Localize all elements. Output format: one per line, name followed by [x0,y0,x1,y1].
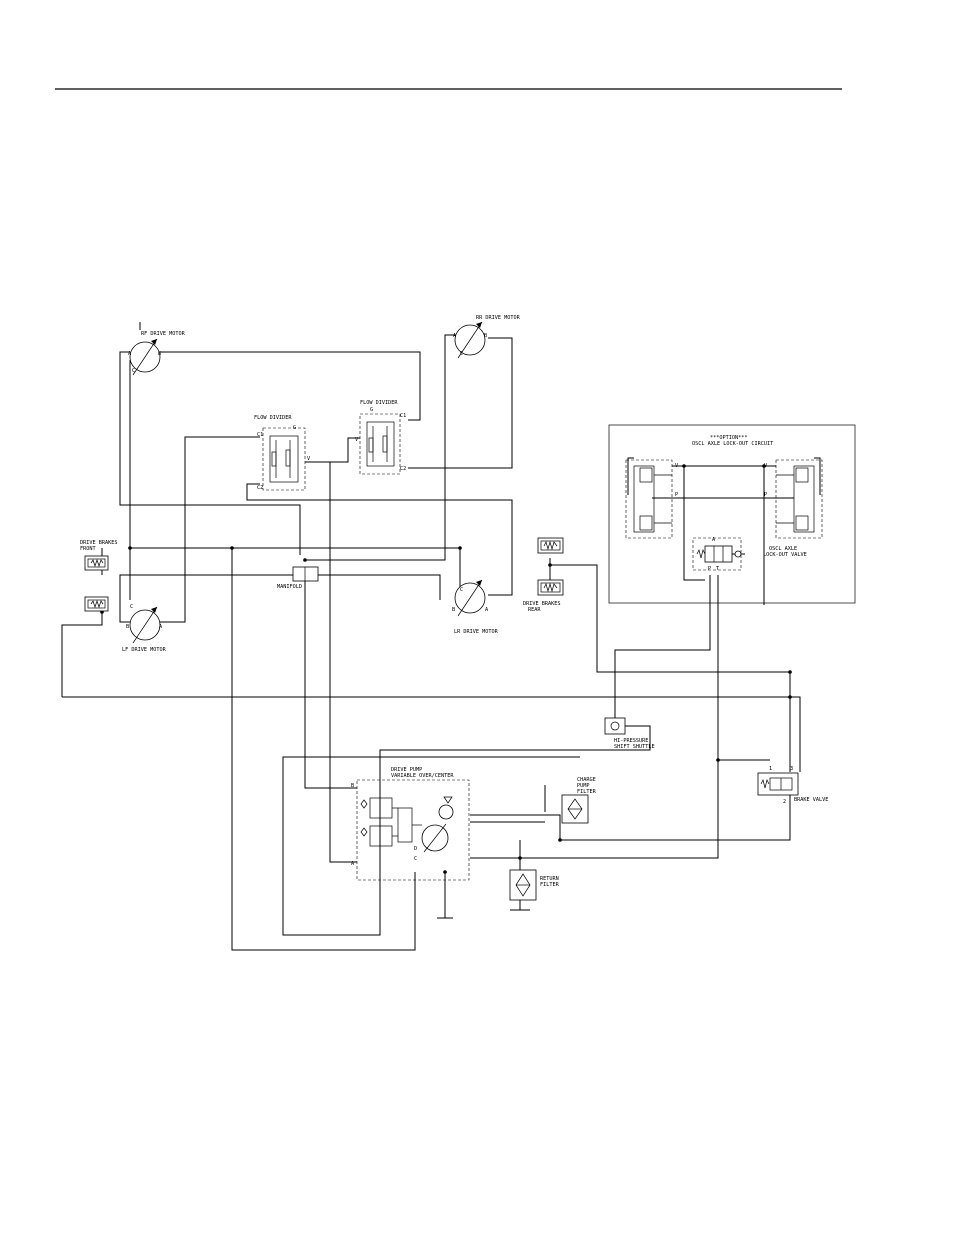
lf-drive-motor: C B A LF DRIVE MOTOR [122,604,167,653]
oscl-axle-lockout-circuit: ***OPTION*** OSCL AXLE LOCK-OUT CIRCUIT … [608,424,856,604]
port-label: C2 [400,466,406,472]
port-label: A [485,607,489,613]
port-label: B [126,624,129,630]
port-label: 1 [769,766,772,772]
port-label: C1 [400,413,406,419]
port-label: P [708,566,711,572]
flow-divider-rear: FLOW DIVIDER G C1 V C2 [355,400,406,475]
port-label: V [307,456,310,462]
drive-brakes-rear-label: REAR [528,607,541,613]
port-label: G [370,407,373,413]
port-label: A [128,351,132,357]
port-label: C1 [257,432,263,438]
rr-drive-motor: A B C RR DRIVE MOTOR [453,315,521,359]
port-label: V [675,463,678,469]
port-label: G [293,425,296,431]
junction-dots [100,464,792,874]
port-label: C [130,604,133,610]
port-label: A [453,333,457,339]
drive-brakes-front: DRIVE BRAKES FRONT [80,540,117,612]
shuttle-label: HI-PRESSURE [614,738,648,744]
rf-drive-motor: A B C RF DRIVE MOTOR [128,331,186,376]
option-label: OSCL AXLE LOCK-OUT CIRCUIT [692,441,773,447]
port-label: 3 [790,766,793,772]
hi-pressure-shift-shuttle: HI-PRESSURE SHIFT SHUTTLE [604,717,655,750]
return-filter-label: FILTER [540,882,560,888]
manifold: MANIFOLD [277,566,319,590]
port-label: P [764,492,767,498]
lr-drive-motor: C B A LR DRIVE MOTOR [452,579,499,635]
lf-drive-motor-label: LF DRIVE MOTOR [122,647,167,653]
hydraulic-lines [61,322,821,951]
port-label: C [132,368,135,374]
port-label: B [351,783,354,789]
port-label: V [355,437,358,443]
port-label: C [414,856,417,862]
port-label: V [764,463,767,469]
drive-pump-label: DRIVE PUMP [391,767,422,773]
drive-pump: B A D C DRIVE PUMP VARIABLE OVER/CENTER [351,767,470,881]
charge-filter-label: PUMP [577,783,590,789]
port-label: C [460,587,463,593]
flow-divider-front: FLOW DIVIDER G C1 V C2 [254,415,310,491]
option-label: ***OPTION*** [710,435,747,441]
drive-brakes-front-label: DRIVE BRAKES [80,540,117,546]
manifold-label: MANIFOLD [277,584,302,590]
drive-pump-label: VARIABLE OVER/CENTER [391,773,454,779]
port-label: C [460,351,463,357]
port-label: A [712,537,716,543]
drive-brakes-front-label: FRONT [80,546,96,552]
port-label: A [159,624,163,630]
lockout-valve-label: OSCL AXLE [769,546,797,552]
brake-valve: 1 3 2 BRAKE VALVE [757,766,828,805]
rr-drive-motor-label: RR DRIVE MOTOR [476,315,521,321]
charge-filter-label: CHARGE [577,777,596,783]
oscl-axle-lockout-valve: A P T OSCL AXLE LOCK-OUT VALVE [692,537,807,572]
port-label: C2 [257,485,263,491]
port-label: B [158,351,161,357]
port-label: B [484,333,487,339]
port-label: B [452,607,455,613]
return-filter: RETURN FILTER [509,869,560,901]
lr-drive-motor-label: LR DRIVE MOTOR [454,629,499,635]
port-label: 2 [783,799,786,805]
port-label: P [675,492,678,498]
lockout-valve-label: LOCK-OUT VALVE [763,552,807,558]
flow-divider-label: FLOW DIVIDER [254,415,292,421]
port-label: D [414,846,417,852]
charge-pump-filter: CHARGE PUMP FILTER [561,777,597,824]
port-label: A [351,861,355,867]
drive-brakes-rear-label: DRIVE BRAKES [523,601,560,607]
drive-brakes-rear: DRIVE BRAKES REAR [523,537,564,613]
brake-valve-label: BRAKE VALVE [794,797,828,803]
shuttle-label: SHIFT SHUTTLE [614,744,655,750]
port-label: T [716,566,719,572]
flow-divider-label: FLOW DIVIDER [360,400,398,406]
rf-drive-motor-label: RF DRIVE MOTOR [141,331,186,337]
charge-filter-label: FILTER [577,789,597,795]
return-filter-label: RETURN [540,876,559,882]
